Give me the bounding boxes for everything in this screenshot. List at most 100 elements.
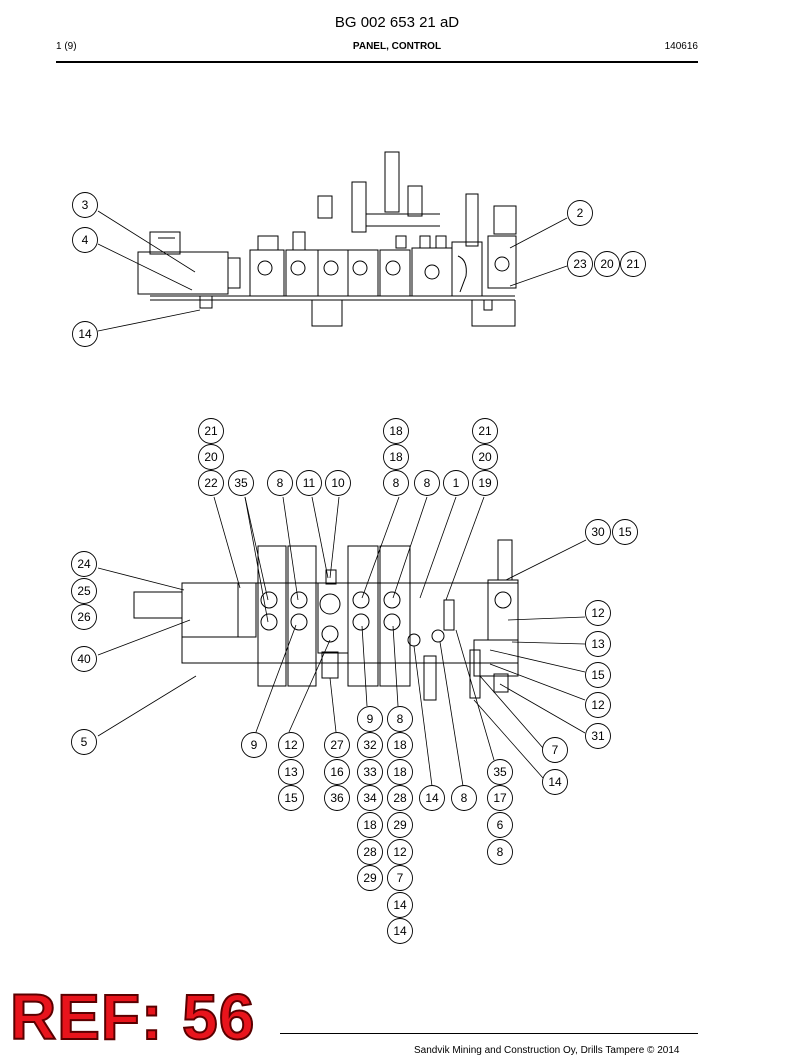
- front-view-callout-label: 19: [478, 476, 492, 490]
- front-view-callout-label: 24: [77, 557, 91, 571]
- front-view-callout-balloon: [585, 723, 611, 749]
- front-view-callout-label: 8: [393, 476, 400, 490]
- front-view-callout-balloon: [585, 519, 611, 545]
- front-view-callout-balloon: [71, 551, 97, 577]
- front-view-callout-label: 32: [363, 738, 377, 752]
- front-view-callout-label: 18: [389, 450, 403, 464]
- front-view-callout-label: 8: [424, 476, 431, 490]
- front-view-callout-label: 12: [591, 698, 605, 712]
- front-view-callout-label: 30: [591, 525, 605, 539]
- front-view-callout-label: 25: [77, 584, 91, 598]
- front-view-callout-balloon: [357, 812, 383, 838]
- front-view-callout-balloon: [357, 706, 383, 732]
- front-view-callout-label: 17: [493, 791, 507, 805]
- front-view-callout-balloon: [387, 892, 413, 918]
- page-indicator: 1 (9): [56, 41, 77, 52]
- front-view-callout-balloon: [383, 418, 409, 444]
- front-view-callout-label: 18: [363, 818, 377, 832]
- front-view-callout-balloon: [487, 812, 513, 838]
- front-view-callout-balloon: [278, 785, 304, 811]
- front-view-callout-label: 15: [618, 525, 632, 539]
- header-rule: [56, 61, 698, 63]
- front-view-callout-label: 20: [478, 450, 492, 464]
- front-view-callout-label: 21: [478, 424, 492, 438]
- front-view-callout-balloon: [585, 692, 611, 718]
- front-view-callout-label: 13: [591, 637, 605, 651]
- front-view-callout-label: 36: [330, 791, 344, 805]
- front-view-callout-balloon: [71, 604, 97, 630]
- front-view-callout-balloon: [357, 785, 383, 811]
- front-view-callout-balloon: [325, 470, 351, 496]
- front-view-callout-balloon: [542, 769, 568, 795]
- front-view-callout-balloon: [198, 444, 224, 470]
- footer-rule: [280, 1033, 698, 1034]
- top-view-callout-balloon: [72, 321, 98, 347]
- front-view-callout-label: 15: [591, 668, 605, 682]
- front-view-callout-balloon: [324, 785, 350, 811]
- reference-stamp: REF: 56: [9, 981, 256, 1053]
- front-view-callout-balloon: [472, 470, 498, 496]
- front-view-callout-label: 6: [497, 818, 504, 832]
- front-view-callout-balloon: [387, 732, 413, 758]
- footer-copyright: Sandvik Mining and Construction Oy, Dril…: [414, 1045, 680, 1056]
- front-view-callout-balloon: [198, 418, 224, 444]
- front-view-callout-balloon: [387, 918, 413, 944]
- front-view-callout-label: 18: [393, 765, 407, 779]
- front-view-callout-label: 28: [393, 791, 407, 805]
- front-view-callout-label: 31: [591, 729, 605, 743]
- front-view-callout-balloon: [487, 785, 513, 811]
- front-view-callout-balloon: [71, 578, 97, 604]
- front-view-callout-balloon: [487, 839, 513, 865]
- top-view-assembly: [137, 151, 517, 327]
- front-view-callout-balloon: [71, 646, 97, 672]
- front-view-callout-label: 12: [393, 845, 407, 859]
- front-view-callout-label: 26: [77, 610, 91, 624]
- front-view-callout-label: 11: [303, 476, 316, 490]
- front-view-callout-balloon: [387, 785, 413, 811]
- front-view-callout-balloon: [267, 470, 293, 496]
- front-view-callout-balloon: [451, 785, 477, 811]
- front-view-callout-balloon: [296, 470, 322, 496]
- top-view-callout-label: 23: [573, 257, 587, 271]
- top-view-callout-balloon: [620, 251, 646, 277]
- front-view-callout-label: 14: [548, 775, 562, 789]
- front-view-callout-label: 14: [393, 898, 407, 912]
- front-view-callout-balloon: [487, 759, 513, 785]
- front-view-callout-label: 8: [497, 845, 504, 859]
- front-view-callout-label: 29: [393, 818, 407, 832]
- front-view-callout-label: 29: [363, 871, 377, 885]
- front-view-callout-balloon: [357, 732, 383, 758]
- top-view-callout-label: 4: [82, 233, 89, 247]
- front-view-callout-label: 27: [330, 738, 344, 752]
- front-view-callout-label: 40: [77, 652, 91, 666]
- revision-date: 140616: [664, 41, 698, 52]
- front-view-callout-label: 8: [461, 791, 468, 805]
- front-view-callout-balloon: [324, 759, 350, 785]
- front-view-callout-balloon: [472, 418, 498, 444]
- front-view-callout-balloon: [387, 706, 413, 732]
- top-view-callout-label: 21: [626, 257, 640, 271]
- top-view-callout-balloon: [567, 251, 593, 277]
- document-number: BG 002 653 21 aD: [334, 14, 460, 31]
- front-view-callout-balloon: [278, 732, 304, 758]
- front-view-callout-label: 16: [330, 765, 344, 779]
- front-view-callout-label: 13: [284, 765, 298, 779]
- front-view-callout-label: 22: [204, 476, 218, 490]
- front-view-callout-label: 7: [552, 743, 559, 757]
- top-view-callout-balloon: [567, 200, 593, 226]
- top-view-callout-label: 2: [577, 206, 584, 220]
- front-view-callout-label: 28: [363, 845, 377, 859]
- top-view-callout-balloon: [594, 251, 620, 277]
- top-view-callout-label: 14: [78, 327, 92, 341]
- front-view-callout-balloon: [387, 759, 413, 785]
- front-view-callout-label: 9: [251, 738, 258, 752]
- front-view-callout-balloon: [71, 729, 97, 755]
- front-view-callout-balloon: [585, 600, 611, 626]
- top-view-callout-label: 3: [82, 198, 89, 212]
- front-view-callout-balloon: [542, 737, 568, 763]
- front-view-callout-label: 8: [397, 712, 404, 726]
- front-view-callout-balloon: [357, 759, 383, 785]
- front-view-callout-label: 15: [284, 791, 298, 805]
